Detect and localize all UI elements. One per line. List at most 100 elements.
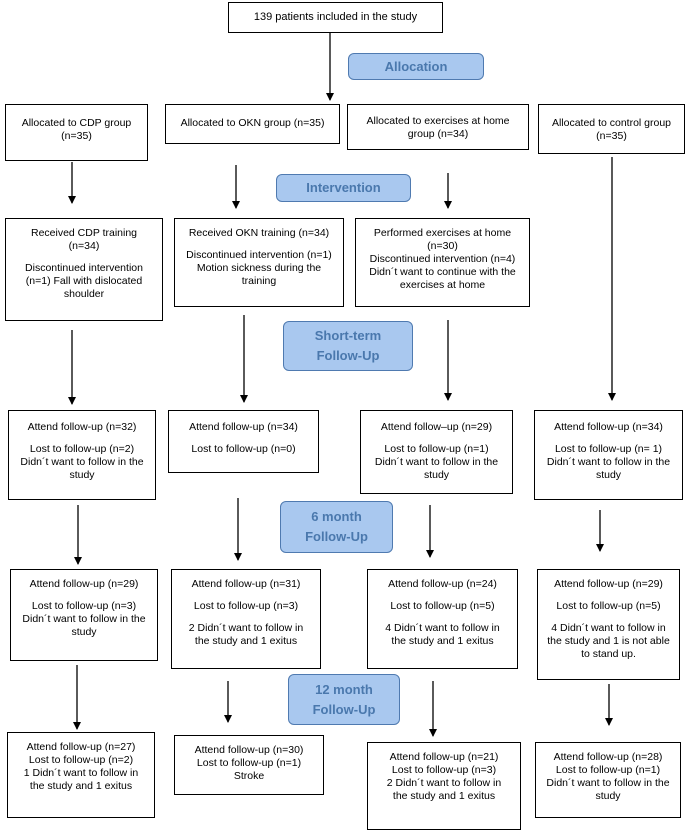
box-text-line: Intervention xyxy=(306,180,381,195)
box-text-line: Attend follow-up (n=34) xyxy=(189,421,298,433)
control-allocated-box: Allocated to control group(n=35) xyxy=(538,104,685,154)
box-text-line: study xyxy=(69,469,95,481)
okn-allocated-box: Allocated to OKN group (n=35) xyxy=(165,104,340,144)
box-text-line: study xyxy=(423,469,450,481)
box-text-line: (n=35) xyxy=(61,130,92,142)
exercise-12-month-box: Attend follow-up (n=21)Lost to follow-up… xyxy=(367,742,521,830)
box-text-line: exercises at home xyxy=(399,279,486,291)
control-12-month-box: Attend follow-up (n=28)Lost to follow-up… xyxy=(535,742,681,818)
box-text-line: Attend follow-up (n=29) xyxy=(29,578,139,590)
cdp-6-month-box: Attend follow-up (n=29) Lost to follow-up… xyxy=(10,569,158,661)
box-text-line: Lost to follow-up (n=2) xyxy=(29,443,135,455)
box-text-line: Allocated to CDP group xyxy=(21,117,132,129)
box-text-line: Short-term xyxy=(314,328,382,343)
exercise-intervention-box: Performed exercises at home(n=30)Discont… xyxy=(355,218,530,307)
box-text-line: Didn´t want to follow in the xyxy=(20,456,144,468)
box-text-line: Didn´t want to continue with the xyxy=(369,266,516,278)
box-text-line: Lost to follow-up (n=2) xyxy=(28,754,134,766)
box-text-line: group (n=34) xyxy=(407,128,469,140)
okn-6-month-box: Attend follow-up (n=31) Lost to follow-up… xyxy=(171,569,321,669)
box-text-line: the study and 1 exitus xyxy=(391,635,494,647)
box-text-line: Didn´t want to follow in the xyxy=(546,456,671,468)
control-short-term-box: Attend follow-up (n=34) Lost to follow-up… xyxy=(534,410,683,500)
box-text-line: Lost to follow-up (n=1) xyxy=(384,443,489,455)
box-text-line: to stand up. xyxy=(581,648,636,660)
box-text-line: Attend follow-up (n=29) xyxy=(554,578,663,590)
box-text-line: Follow-Up xyxy=(316,348,380,363)
box-text-line: Lost to follow-up (n=1) xyxy=(555,764,661,776)
box-text-line: training xyxy=(241,275,277,287)
okn-intervention-box: Received OKN training (n=34) Discontinued… xyxy=(174,218,344,307)
box-text-line: Lost to follow-up (n=5) xyxy=(390,600,495,612)
exercise-6-month-box: Attend follow-up (n=24) Lost to follow-up… xyxy=(367,569,518,669)
okn-12-month-box: Attend follow-up (n=30)Lost to follow-up… xyxy=(174,735,324,795)
box-text-line: study xyxy=(595,469,622,481)
box-text-line: 139 patients included in the study xyxy=(253,11,418,23)
box-text-line: Lost to follow-up (n= 1) xyxy=(554,443,663,455)
box-text-line: Didn´t want to follow in the xyxy=(546,777,670,789)
box-text-line: (n=1) Fall with dislocated xyxy=(25,275,143,287)
box-text-line: Allocation xyxy=(384,58,448,74)
box-text-line: Attend follow-up (n=24) xyxy=(388,578,497,590)
cdp-12-month-box: Attend follow-up (n=27)Lost to follow-up… xyxy=(7,732,155,818)
box-text-line: Discontinued intervention (n=1) xyxy=(186,249,332,261)
box-text-line: 2 Didn´t want to follow in xyxy=(386,777,502,789)
box-text-line: Discontinued intervention xyxy=(25,262,143,274)
box-text-line: Allocated to control group xyxy=(551,117,672,129)
box-text-line: Stroke xyxy=(233,770,265,782)
box-text-line: Attend follow-up (n=31) xyxy=(191,578,301,590)
box-text-line: 6 month xyxy=(311,509,362,524)
exercise-short-term-box: Attend follow–up (n=29)Lost to follow-up… xyxy=(360,410,513,494)
box-text-line: 1 Didn´t want to follow in xyxy=(23,767,139,779)
box-text-line: the study and 1 exitus xyxy=(194,635,298,647)
box-text-line: the study and 1 is not able xyxy=(547,635,670,647)
control-6-month-box: Attend follow-up (n=29) Lost to follow-up… xyxy=(537,569,680,680)
box-text-line: Allocated to OKN group (n=35) xyxy=(180,117,325,129)
cdp-intervention-box: Received CDP training(n=34) Discontinued … xyxy=(5,218,163,321)
box-text-line: Attend follow-up (n=32) xyxy=(27,421,137,433)
box-text-line: Lost to follow-up (n=3) xyxy=(193,600,299,612)
box-text-line: Lost to follow-up (n=0) xyxy=(191,443,296,455)
box-text-line: Received OKN training (n=34) xyxy=(188,227,330,239)
box-text-line: 4 Didn´t want to follow in xyxy=(551,622,666,634)
box-text-line: (n=34) xyxy=(68,240,100,252)
box-text-line: Didn´t want to follow in the xyxy=(22,613,146,625)
box-text-line: Attend follow-up (n=34) xyxy=(554,421,663,433)
box-text-line: study xyxy=(595,790,621,802)
box-text-line: 12 month xyxy=(315,681,373,697)
box-text-line: study xyxy=(71,626,97,638)
box-text-line: Lost to follow-up (n=3) xyxy=(391,764,497,776)
box-text-line: the study and 1 exitus xyxy=(392,790,496,802)
cdp-short-term-box: Attend follow-up (n=32) Lost to follow-up… xyxy=(8,410,156,500)
box-text-line: Lost to follow-up (n=5) xyxy=(556,600,661,612)
box-text-line: (n=30) xyxy=(427,240,458,252)
box-text-line: (n=35) xyxy=(596,130,627,142)
box-text-line: Lost to follow-up (n=1) xyxy=(196,757,302,769)
box-text-line: Attend follow-up (n=21) xyxy=(389,751,499,763)
stage-intervention: Intervention xyxy=(276,174,411,202)
cdp-allocated-box: Allocated to CDP group(n=35) xyxy=(5,104,148,161)
top-box: 139 patients included in the study xyxy=(228,2,443,33)
box-text-line: Attend follow-up (n=30) xyxy=(194,744,304,756)
box-text-line: the study and 1 exitus xyxy=(29,780,133,792)
box-text-line: shoulder xyxy=(63,288,105,300)
okn-short-term-box: Attend follow-up (n=34) Lost to follow-up… xyxy=(168,410,319,473)
box-text-line: Follow-Up xyxy=(312,701,376,717)
box-text-line: Received CDP training xyxy=(30,227,138,239)
box-text-line: Follow-Up xyxy=(305,529,368,544)
box-text-line: Performed exercises at home xyxy=(373,227,512,239)
box-text-line: Motion sickness during the xyxy=(196,262,322,274)
box-text-line: Lost to follow-up (n=3) xyxy=(31,600,137,612)
box-text-line: Didn´t want to follow in the xyxy=(374,456,499,468)
box-text-line: Attend follow-up (n=27) xyxy=(26,741,136,753)
box-text-line: 2 Didn´t want to follow in xyxy=(188,622,304,634)
box-text-line: Allocated to exercises at home xyxy=(366,115,510,127)
box-text-line: Attend follow-up (n=28) xyxy=(553,751,663,763)
stage-allocation: Allocation xyxy=(348,53,484,80)
box-text-line: 4 Didn´t want to follow in xyxy=(385,622,500,634)
